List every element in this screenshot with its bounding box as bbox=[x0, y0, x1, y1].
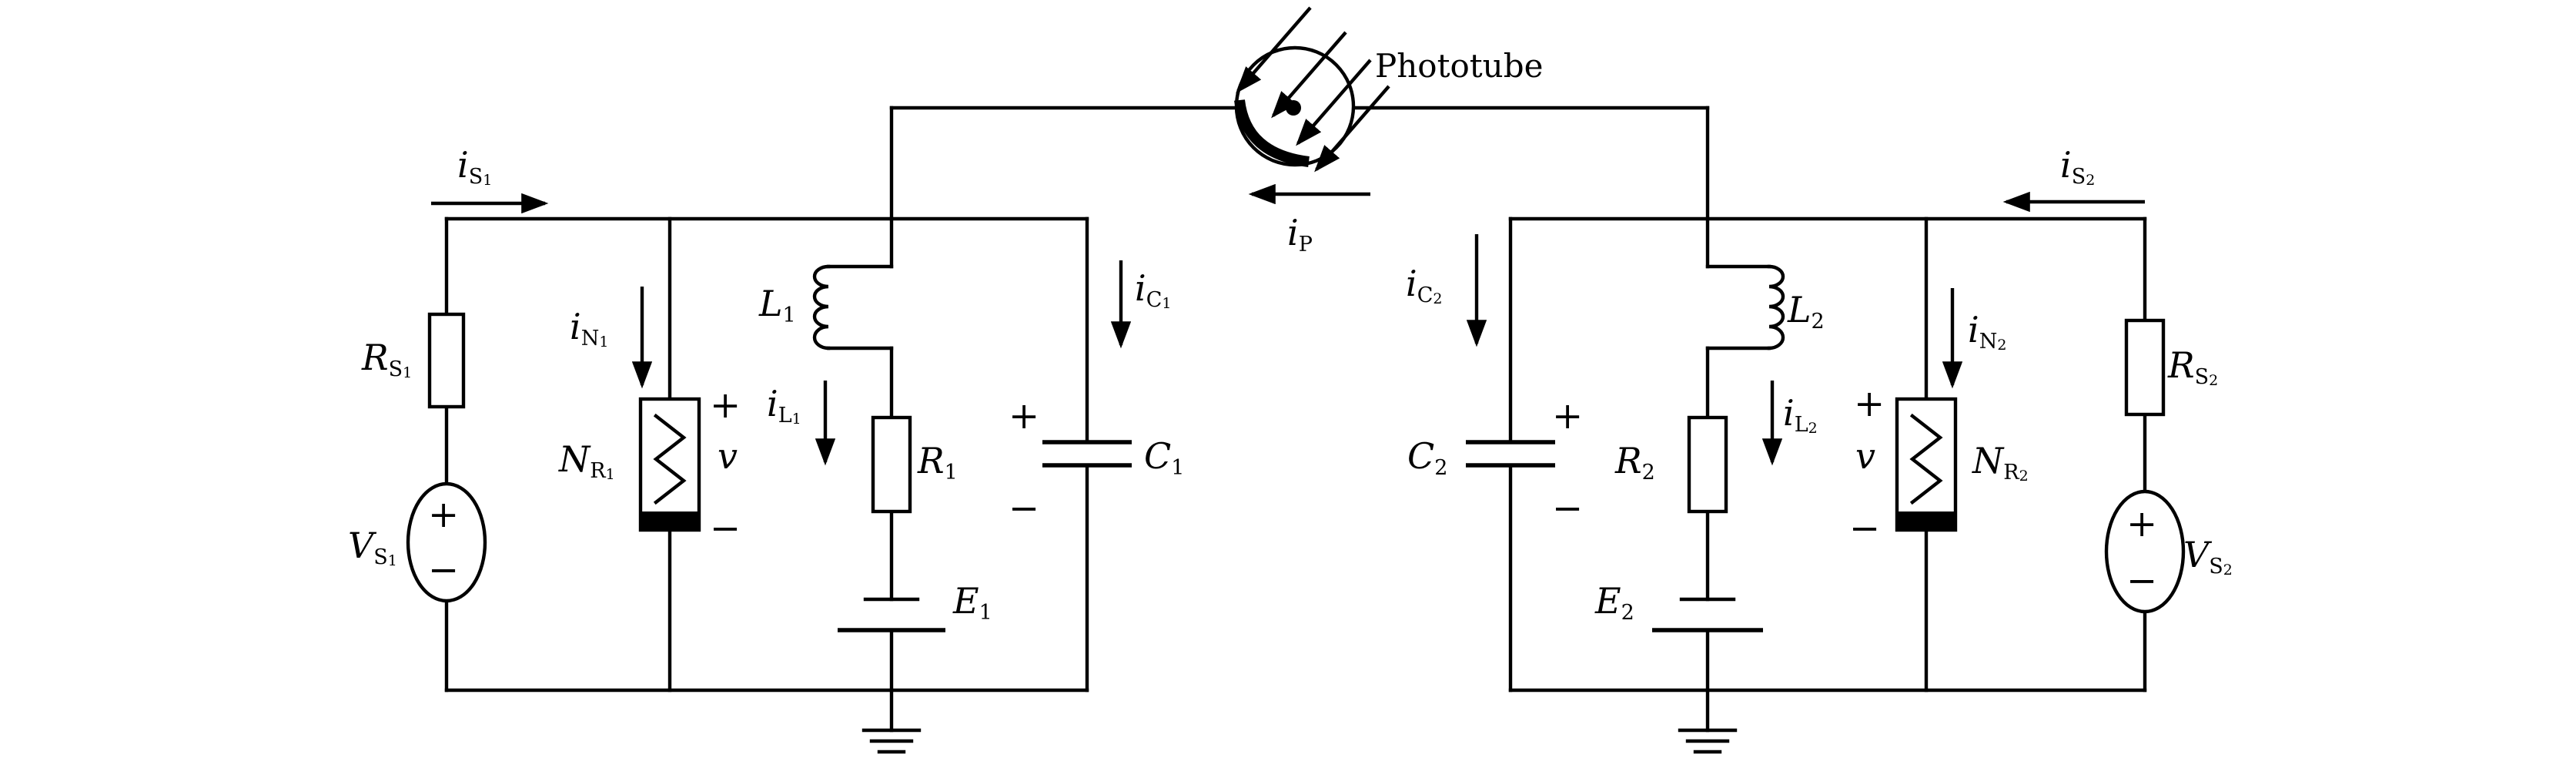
label-rs2: RS2 bbox=[2167, 344, 2218, 389]
resistor-rs1 bbox=[427, 312, 466, 409]
svg-text:−: − bbox=[710, 507, 741, 550]
label-il1: iL1 bbox=[767, 383, 801, 428]
label-rs1: RS1 bbox=[361, 337, 412, 381]
resistor-rs2 bbox=[2124, 318, 2166, 417]
battery-e1 bbox=[838, 597, 945, 632]
svg-text:+: + bbox=[1552, 394, 1583, 438]
label-vs2: VS2 bbox=[2183, 534, 2233, 579]
label-ic2: iC2 bbox=[1406, 263, 1442, 307]
label-nr2: NR2 bbox=[1972, 440, 2029, 485]
voltage-source-vs2 bbox=[2104, 489, 2186, 614]
label-r2: R2 bbox=[1614, 440, 1655, 485]
label-is1: iS1 bbox=[457, 144, 492, 189]
svg-text:−: − bbox=[2126, 559, 2157, 602]
phototube-symbol bbox=[1234, 6, 1390, 173]
label-r1: R1 bbox=[917, 440, 958, 485]
current-arrows bbox=[431, 183, 2145, 466]
svg-text:−: − bbox=[1552, 487, 1583, 530]
label-l2: L2 bbox=[1787, 289, 1825, 334]
label-il2: iL2 bbox=[1783, 392, 1818, 437]
label-in1: iN1 bbox=[570, 306, 608, 350]
svg-text:+: + bbox=[2126, 502, 2157, 545]
battery-e2 bbox=[1652, 597, 1763, 632]
label-e2: E2 bbox=[1594, 580, 1634, 625]
svg-text:−: − bbox=[428, 548, 459, 592]
svg-text:+: + bbox=[1854, 382, 1885, 425]
svg-text:−: − bbox=[1009, 487, 1039, 530]
label-c2: C2 bbox=[1407, 435, 1447, 480]
label-v-right: v bbox=[1855, 435, 1875, 477]
label-is2: iS2 bbox=[2060, 144, 2095, 189]
svg-text:+: + bbox=[428, 493, 459, 536]
nonlinear-resistor-nr1 bbox=[638, 397, 701, 532]
phototube-label: Phototube bbox=[1375, 47, 1543, 85]
left-circuit-wires bbox=[444, 106, 1243, 754]
svg-text:+: + bbox=[710, 384, 741, 427]
label-v-left: v bbox=[718, 435, 738, 477]
label-nr1: NR1 bbox=[558, 438, 615, 483]
capacitor-c1 bbox=[1042, 440, 1132, 468]
label-ic1: iC1 bbox=[1135, 267, 1171, 312]
svg-text:−: − bbox=[1849, 507, 1880, 550]
label-ip: iP bbox=[1287, 212, 1313, 257]
label-in2: iN2 bbox=[1968, 309, 2006, 354]
inductor-l2 bbox=[1767, 264, 1785, 350]
label-e1: E1 bbox=[952, 580, 992, 625]
svg-text:+: + bbox=[1009, 394, 1039, 438]
resistor-r2 bbox=[1687, 415, 1728, 514]
nonlinear-resistor-nr2 bbox=[1895, 397, 1958, 532]
inductor-l1 bbox=[812, 264, 831, 350]
label-c1: C1 bbox=[1144, 435, 1184, 480]
polarity-signs: + − + − + − + − + − + − bbox=[428, 382, 2157, 602]
label-l1: L1 bbox=[758, 283, 796, 327]
resistor-r1 bbox=[871, 415, 912, 514]
label-vs1: VS1 bbox=[348, 525, 397, 569]
right-circuit-wires bbox=[1347, 106, 2147, 754]
voltage-source-vs1 bbox=[406, 481, 487, 603]
capacitor-c2 bbox=[1466, 440, 1555, 468]
